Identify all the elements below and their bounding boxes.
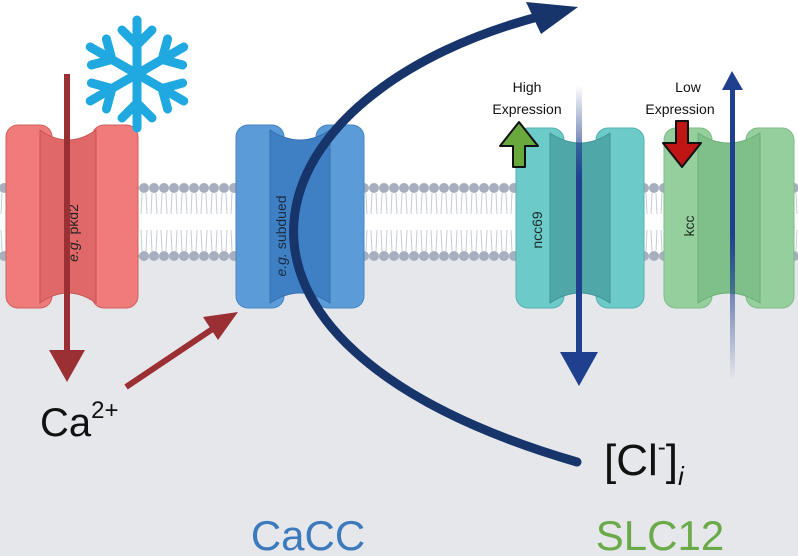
chloride-charge: - <box>658 434 666 461</box>
high-expression-indicator: High Expression <box>492 79 562 168</box>
up-arrow-icon <box>499 121 539 168</box>
chloride-subscript: i <box>678 461 685 491</box>
low-expression-line2: Expression <box>645 101 714 117</box>
low-expression-line1: Low <box>675 79 702 95</box>
calcium-charge: 2+ <box>91 397 118 424</box>
calcium-ion-label: Ca2+ <box>40 397 119 445</box>
cacc-group-label: CaCC <box>251 512 365 556</box>
chloride-open: [Cl <box>604 436 658 485</box>
cacc-channel: e.g. subdued <box>235 124 365 309</box>
high-expression-line1: High <box>513 79 542 95</box>
kcc-channel: kcc <box>663 127 795 309</box>
ncc69-label: ncc69 <box>529 211 545 249</box>
calcium-activation-arrow <box>124 312 238 390</box>
pkd2-channel: e.g.pkd2 <box>5 124 139 309</box>
snowflake-icon <box>83 15 192 128</box>
calcium-influx-arrow <box>49 74 85 382</box>
cacc-channel-label: e.g. subdued <box>273 195 289 276</box>
low-expression-indicator: Low Expression <box>645 79 715 168</box>
ncc69-chloride-arrow <box>560 85 598 386</box>
chloride-efflux-arrow <box>289 2 582 467</box>
high-expression-line2: Expression <box>492 101 561 117</box>
cacc-channel-name: subdued <box>273 195 289 249</box>
calcium-base: Ca <box>40 401 92 445</box>
chloride-close: ] <box>666 436 678 485</box>
kcc-chloride-arrow <box>722 71 743 380</box>
kcc-label: kcc <box>681 216 697 237</box>
slc12-group-label: SLC12 <box>596 512 724 556</box>
cacc-channel-eg: e.g. <box>273 253 289 276</box>
down-arrow-icon <box>662 120 702 168</box>
intracellular-chloride-label: [Cl-]i <box>604 434 685 491</box>
